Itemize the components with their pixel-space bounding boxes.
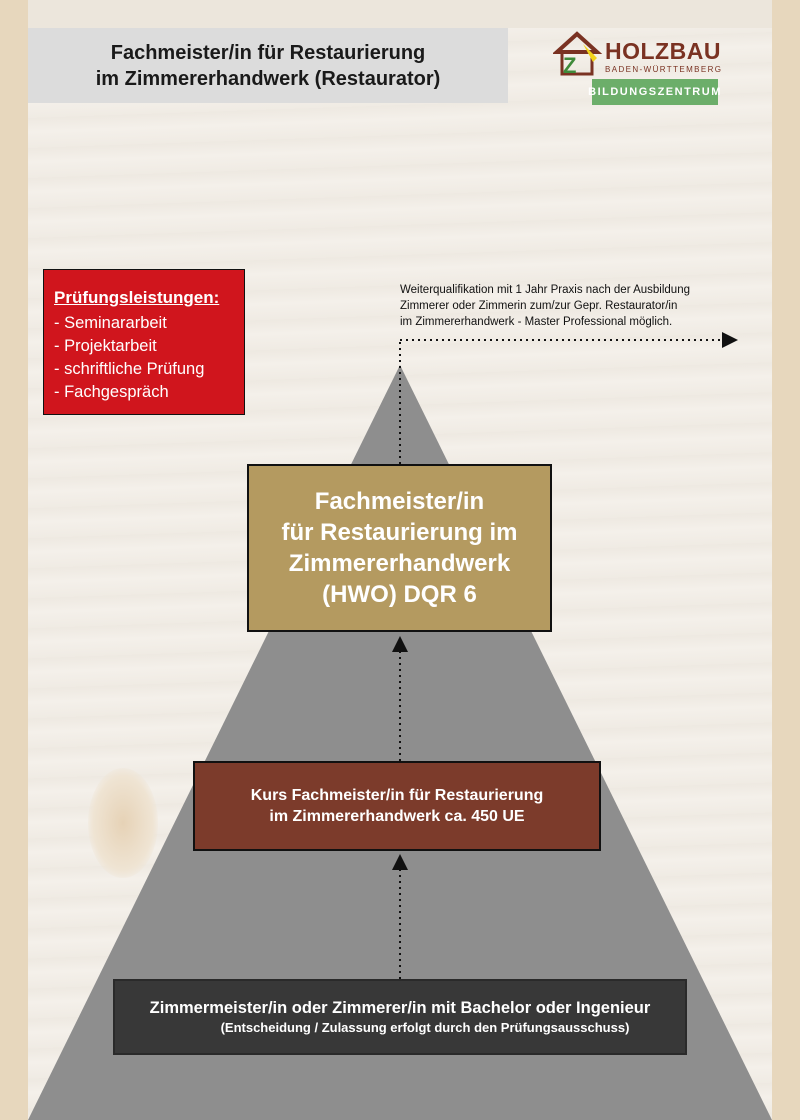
level-fachmeister-box: Fachmeister/in für Restaurierung im Zimm… <box>247 464 552 632</box>
pruefung-item: - Fachgespräch <box>54 383 169 401</box>
title-line-1: Fachmeister/in für Restaurierung <box>110 41 426 64</box>
note-line-3: im Zimmererhandwerk - Master Professiona… <box>400 316 673 328</box>
note-line-1: Weiterqualifikation mit 1 Jahr Praxis na… <box>400 284 690 296</box>
level-bottom-line-1: Zimmermeister/in oder Zimmerer/in mit Ba… <box>149 999 651 1017</box>
svg-text:Z: Z <box>563 53 576 78</box>
bildungszentrum-badge: BILDUNGSZENTRUM <box>588 79 720 105</box>
pruefung-item: - schriftliche Prüfung <box>54 360 205 378</box>
level-middle-line-1: Kurs Fachmeister/in für Restaurierung <box>250 787 544 804</box>
pruefung-item: - Projektarbeit <box>54 337 157 355</box>
note-line-2: Zimmerer oder Zimmerin zum/zur Gepr. Res… <box>400 300 678 312</box>
holzbau-logo: Z HOLZBAU BADEN-WÜRTTEMBERG <box>553 28 723 78</box>
level-top-line-4: (HWO) DQR 6 <box>322 581 477 608</box>
level-bottom-line-2: (Entscheidung / Zulassung erfolgt durch … <box>220 1020 630 1035</box>
pruefungsleistungen-title: Prüfungsleistungen: <box>54 288 220 307</box>
pruefungsleistungen-box: Prüfungsleistungen: - Seminararbeit - Pr… <box>43 269 245 415</box>
page-title: Fachmeister/in für Restaurierung im Zimm… <box>28 28 508 103</box>
weiterqualifikation-note: Weiterqualifikation mit 1 Jahr Praxis na… <box>400 282 690 330</box>
house-logo-icon: Z <box>553 31 603 78</box>
wood-knot <box>88 768 158 878</box>
level-middle-line-2: im Zimmererhandwerk ca. 450 UE <box>269 808 525 825</box>
logo-brand: HOLZBAU <box>605 38 721 64</box>
wood-edge-right <box>772 0 800 1120</box>
title-line-2: im Zimmererhandwerk (Restaurator) <box>95 67 441 90</box>
level-top-line-3: Zimmererhandwerk <box>288 550 511 577</box>
pruefung-item: - Seminararbeit <box>54 314 167 332</box>
logo-region: BADEN-WÜRTTEMBERG <box>605 65 723 74</box>
level-top-line-1: Fachmeister/in <box>314 488 485 515</box>
level-zulassung-box: Zimmermeister/in oder Zimmerer/in mit Ba… <box>113 979 687 1055</box>
level-kurs-box: Kurs Fachmeister/in für Restaurierung im… <box>193 761 601 851</box>
level-top-line-2: für Restaurierung im <box>281 519 518 546</box>
wood-edge-left <box>0 0 28 1120</box>
